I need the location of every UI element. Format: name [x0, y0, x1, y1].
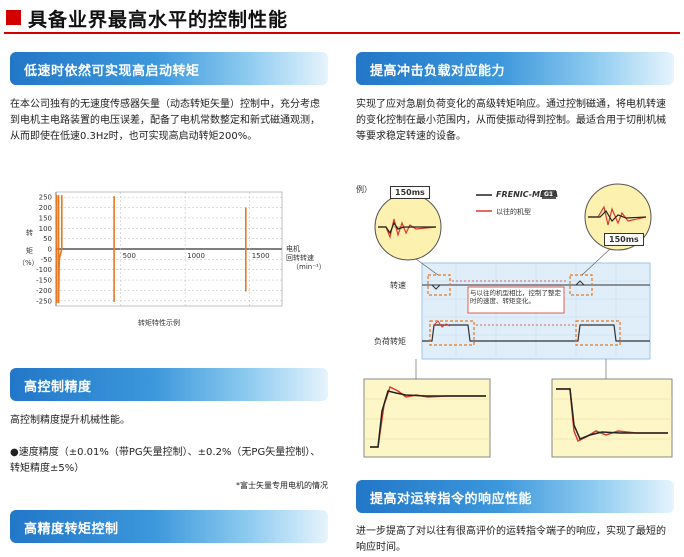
section-title: 低速时依然可实现高启动转矩: [24, 64, 200, 79]
x-tick-label: 500: [123, 252, 136, 260]
torque-series-line: [57, 195, 63, 303]
zoom-panel-right: [551, 378, 673, 458]
y-tick-label: 150: [39, 214, 52, 222]
legend-old-label: 以往的机型: [496, 208, 531, 216]
chart-xlabel-unit: （min⁻¹）: [292, 263, 326, 271]
response-paragraph: 进一步提高了对以往有很高评价的运转指令端子的响应，实现了最短的响应时间。: [356, 526, 666, 553]
speed-highlight-left: [427, 274, 451, 296]
section-title: 高控制精度: [24, 380, 92, 395]
torque-label: 负荷转矩: [374, 337, 406, 346]
section-command-response: 提高对运转指令的响应性能: [356, 480, 674, 513]
chart-ylabel-2: 矩: [26, 247, 33, 255]
y-tick-label: 50: [43, 235, 52, 243]
y-tick-label: 200: [39, 204, 52, 212]
chart-ylabel-1: 转: [26, 229, 33, 237]
section-title: 提高对运转指令的响应性能: [370, 492, 533, 507]
header-square-icon: [6, 10, 21, 25]
section-low-speed-torque: 低速时依然可实现高启动转矩: [10, 52, 328, 85]
y-tick-label: -150: [36, 277, 52, 285]
accuracy-bullet: ●速度精度（±0.01%（带PG矢量控制）、±0.2%（无PG矢量控制）、转矩精…: [10, 447, 321, 474]
torque-highlight-left: [429, 320, 475, 346]
section-title: 提高冲击负载对应能力: [370, 64, 506, 79]
y-tick-label: 0: [48, 246, 52, 254]
legend-new-label: FRENIC-MEGA: [496, 190, 559, 199]
chart-ylabel-unit: （%）: [18, 259, 39, 267]
torque-highlight-right: [575, 320, 621, 346]
impact-paragraph: 实现了应对急剧负荷变化的高级转矩响应。通过控制磁通，将电机转速的变化控制在最小范…: [356, 99, 666, 142]
legend-badge-bg: [542, 190, 556, 199]
speed-highlight-right: [569, 274, 593, 296]
chart-grid: [56, 192, 282, 306]
zoom-panel-left: [363, 378, 491, 458]
footnote: *富士矢量专用电机的情况: [236, 481, 328, 490]
chart-series: [55, 195, 247, 303]
section-torque-control: 高精度转矩控制: [10, 510, 328, 543]
callout-left-label: 150ms: [390, 186, 430, 199]
x-tick-label: 1000: [187, 252, 205, 260]
note-box: [467, 286, 565, 314]
speed-label: 转速: [390, 281, 406, 290]
page-title: 具备业界最高水平的控制性能: [28, 9, 289, 31]
chart-caption: 转矩特性示例: [138, 319, 180, 327]
section-control-accuracy: 高控制精度: [10, 368, 328, 401]
torque-paragraph: 在本公司独有的无速度传感器矢量（动态转矩矢量）控制中，充分考虑到电机主电路装置的…: [10, 99, 320, 142]
impact-diagram: 例） 150ms 150ms FRENIC-MEGA G1 以往的机型 转速 负…: [356, 175, 676, 463]
chart-xlabel-1: 电机: [286, 245, 300, 253]
section-title: 高精度转矩控制: [24, 522, 119, 537]
y-tick-label: -50: [41, 256, 52, 264]
legend-badge: G1: [544, 191, 554, 198]
example-label: 例）: [356, 185, 372, 194]
page-header: 具备业界最高水平的控制性能: [4, 4, 680, 34]
chart-xlabel-2: 回转转速: [286, 254, 314, 262]
note-text: 与以往的机型相比，控制了整定时的速度、转矩变化。: [470, 289, 561, 305]
callout-right-label: 150ms: [604, 233, 644, 246]
y-tick-label: -100: [36, 266, 52, 274]
y-tick-label: 100: [39, 225, 52, 233]
torque-trace: [422, 324, 650, 342]
x-tick-label: 1500: [252, 252, 270, 260]
y-tick-label: -200: [36, 287, 52, 295]
accuracy-intro: 高控制精度提升机械性能。: [10, 415, 130, 426]
section-impact-load: 提高冲击负载对应能力: [356, 52, 674, 85]
impact-diagram-svg: [363, 183, 673, 458]
y-tick-label: 250: [39, 194, 52, 202]
y-tick-label: -250: [36, 297, 52, 305]
